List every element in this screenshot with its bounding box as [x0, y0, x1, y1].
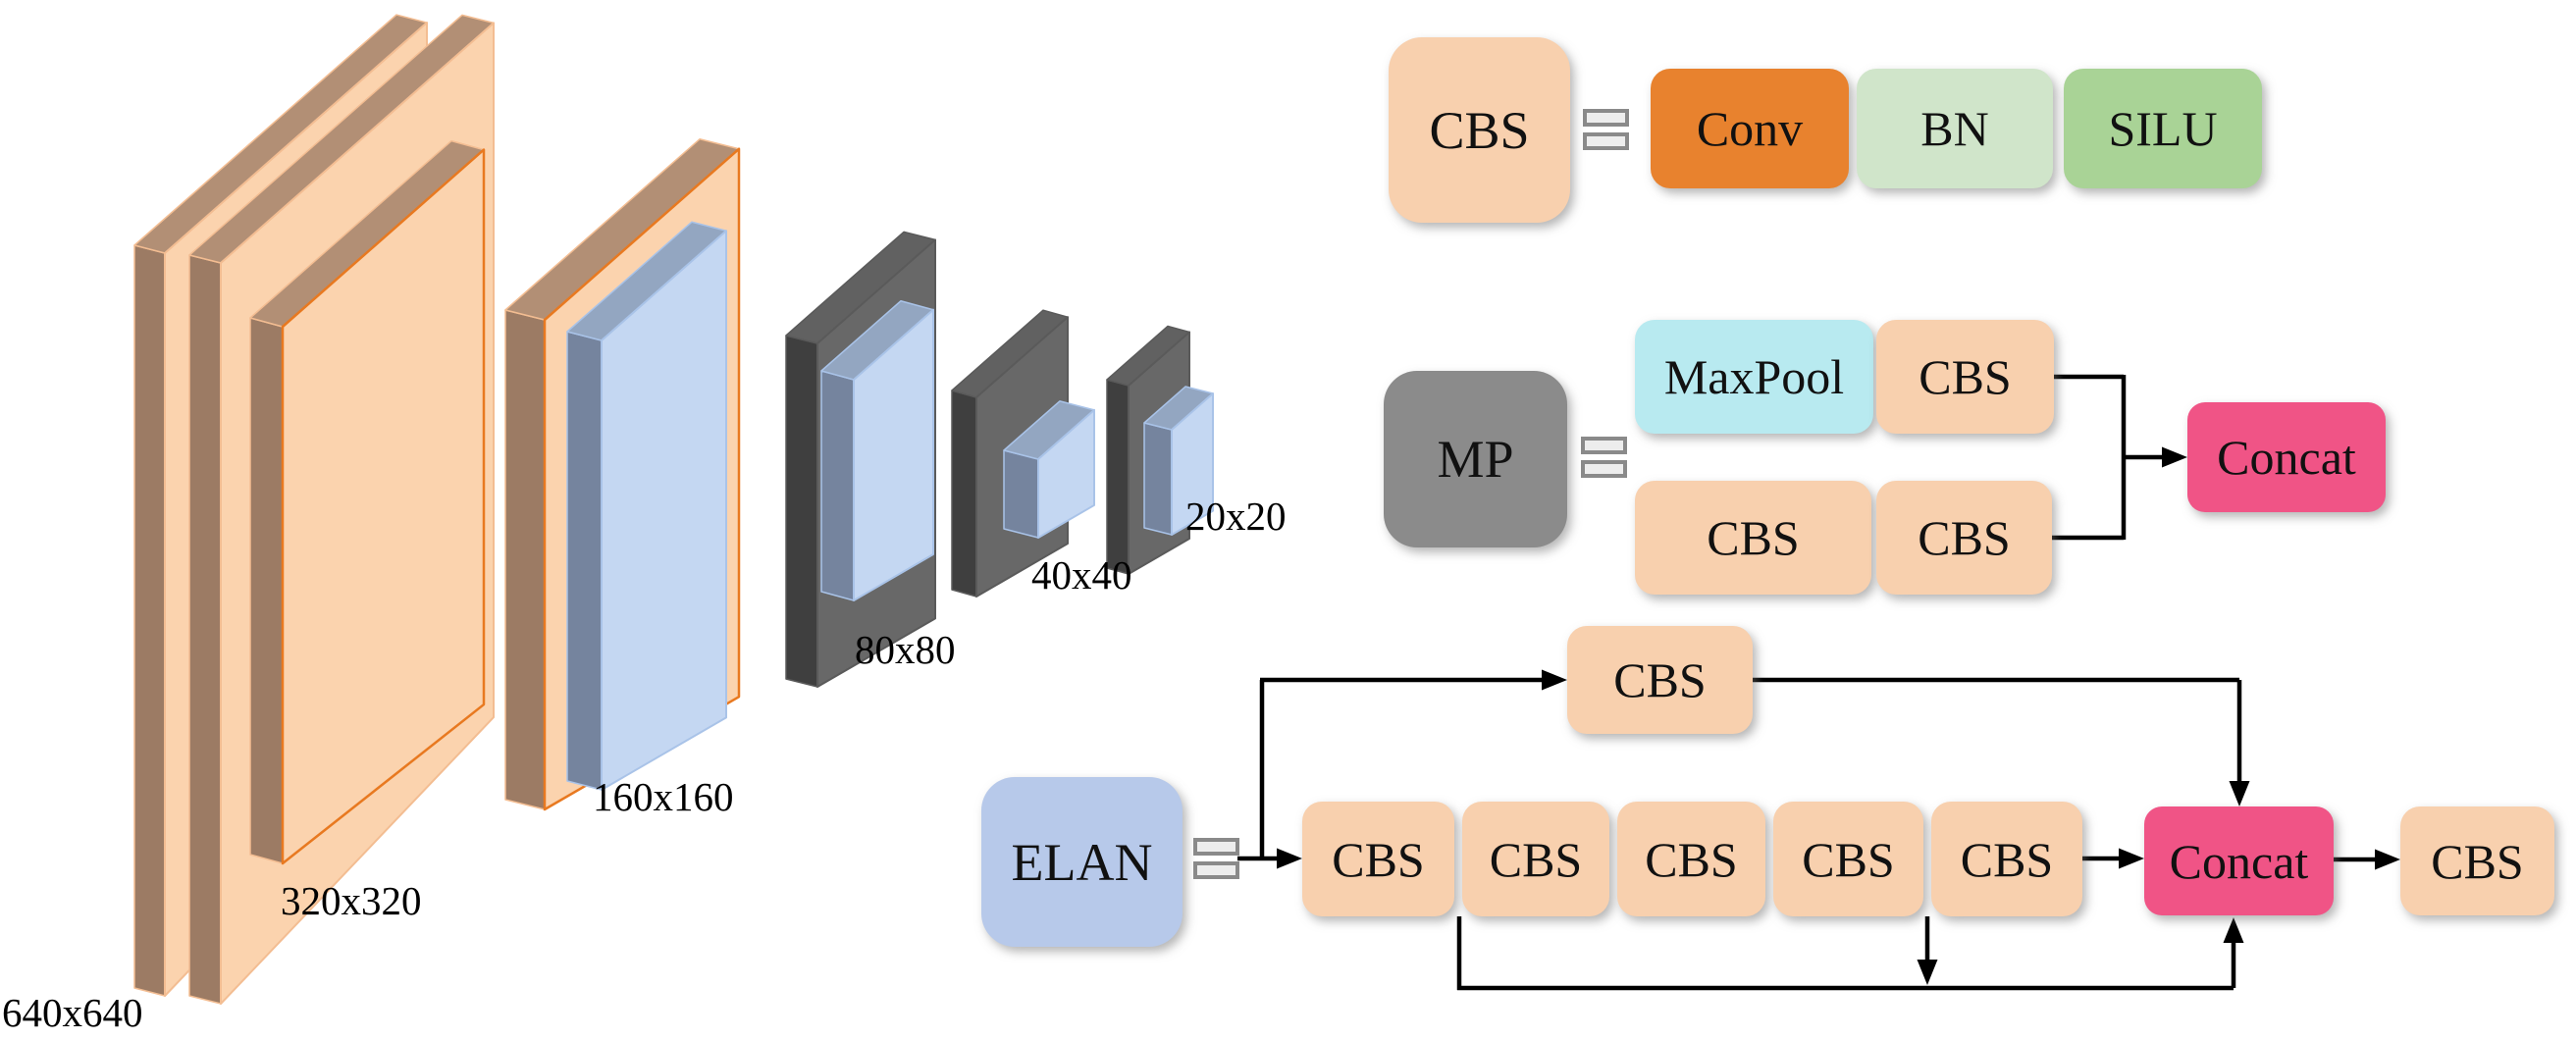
cbs-block: CBS	[1773, 802, 1923, 916]
connector-lines	[1237, 374, 2376, 991]
dim-label-640x640: 640x640	[2, 990, 143, 1035]
arrowhead-icon	[2223, 917, 2244, 943]
dim-label-20x20: 20x20	[1185, 494, 1287, 539]
slab-side-face	[504, 309, 546, 810]
equivalence-icon	[1193, 838, 1239, 879]
equivalence-bar	[1581, 437, 1627, 454]
feature-map-pyramid	[133, 14, 1214, 1005]
slab-front-face	[1037, 408, 1095, 539]
silu-block: SILU	[2064, 69, 2262, 188]
slab-side-face	[1143, 422, 1173, 536]
cbs-block: CBS	[1302, 802, 1454, 916]
slab-front-face	[281, 148, 486, 865]
dim-label-160x160: 160x160	[593, 774, 734, 819]
equivalence-bar	[1581, 460, 1627, 478]
dim-label-40x40: 40x40	[1031, 552, 1132, 598]
cbs-block: CBS	[2400, 806, 2554, 915]
slab-side-face	[820, 370, 855, 601]
slab-front-face	[853, 308, 934, 601]
equivalence-icon	[1581, 437, 1627, 478]
arrowhead-icon	[1542, 669, 1567, 691]
equivalence-bar	[1193, 838, 1239, 856]
slab-side-face	[1106, 379, 1130, 575]
slab-side-face	[1003, 449, 1039, 539]
slab-side-face	[188, 254, 222, 1005]
arrowheads	[1277, 446, 2400, 985]
concat-block: Concat	[2187, 402, 2386, 512]
slab-side-face	[249, 317, 284, 864]
slab-side-face	[566, 331, 603, 791]
equivalence-icon	[1583, 109, 1629, 150]
slab-front-face	[601, 230, 727, 791]
cbs-block: CBS	[1931, 802, 2082, 916]
slab-side-face	[133, 244, 166, 997]
arrowhead-icon	[1277, 848, 1302, 869]
dim-label-80x80: 80x80	[855, 627, 956, 672]
slab-side-face	[785, 335, 818, 688]
conv-block: Conv	[1651, 69, 1849, 188]
cbs-block: CBS	[1617, 802, 1765, 916]
arrowhead-icon	[2375, 849, 2400, 870]
cbs-block: CBS	[1876, 320, 2054, 434]
cbs-key-block: CBS	[1389, 37, 1570, 223]
arrowhead-icon	[2162, 446, 2187, 468]
bn-block: BN	[1857, 69, 2053, 188]
cbs-block: CBS	[1567, 626, 1753, 734]
arrowhead-icon	[1917, 960, 1938, 985]
cbs-block: CBS	[1462, 802, 1609, 916]
elan-key-block: ELAN	[981, 777, 1183, 947]
equivalence-bar	[1583, 132, 1629, 150]
equivalence-bar	[1193, 861, 1239, 879]
arrowhead-icon	[2119, 848, 2144, 869]
concat-block: Concat	[2144, 806, 2334, 915]
mp-key-block: MP	[1384, 371, 1567, 547]
dim-label-320x320: 320x320	[281, 878, 422, 923]
cbs-block: CBS	[1876, 481, 2052, 595]
maxpool-block: MaxPool	[1635, 320, 1873, 434]
arrowhead-icon	[2229, 781, 2250, 806]
slab-front-face	[1171, 392, 1214, 536]
equivalence-bar	[1583, 109, 1629, 127]
cbs-block: CBS	[1635, 481, 1871, 595]
slab-side-face	[951, 390, 977, 598]
